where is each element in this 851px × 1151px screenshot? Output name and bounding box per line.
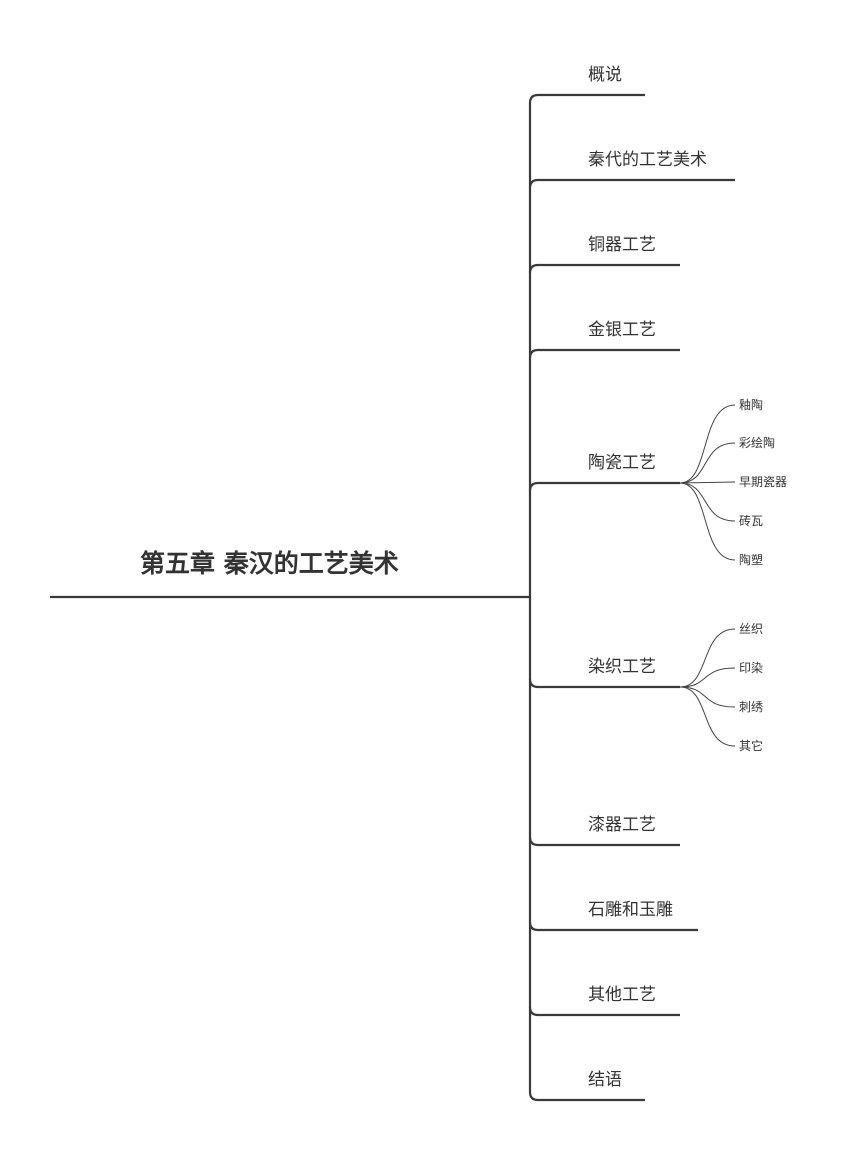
branch-node[interactable]: 概说 (588, 65, 622, 85)
branch-label: 石雕和玉雕 (588, 900, 673, 920)
branch-connector (528, 836, 680, 847)
branch-label: 染织工艺 (588, 657, 656, 677)
branch-connector (528, 263, 680, 274)
branch-connector (528, 678, 680, 689)
leaf-node[interactable]: 早期瓷器 (739, 475, 787, 489)
leaf-node[interactable]: 彩绘陶 (739, 435, 775, 450)
leaf-connector (679, 481, 736, 484)
leaf-connector (679, 686, 736, 708)
branch-node[interactable]: 其他工艺 (588, 985, 656, 1005)
branch-connector (528, 1006, 680, 1017)
branch-label: 概说 (588, 65, 622, 85)
branch-connector (528, 921, 698, 932)
leaf-node[interactable]: 其它 (739, 738, 763, 753)
branch-label: 漆器工艺 (588, 815, 656, 835)
leaf-connector (679, 628, 736, 688)
branch-node[interactable]: 结语 (588, 1070, 622, 1090)
branch-connector (528, 481, 680, 492)
branch-connector (528, 1091, 645, 1102)
leaf-connector (679, 686, 736, 747)
branch-label: 金银工艺 (588, 320, 656, 340)
branch-node[interactable]: 铜器工艺 (588, 235, 656, 255)
branch-label: 陶瓷工艺 (588, 453, 656, 473)
branch-label: 结语 (588, 1070, 622, 1090)
leaf-connector (679, 482, 736, 522)
branch-label: 其他工艺 (588, 985, 656, 1005)
branch-node[interactable]: 秦代的工艺美术 (588, 150, 707, 170)
root-node[interactable]: 第五章 秦汉的工艺美术 (50, 549, 530, 599)
leaf-node[interactable]: 刺绣 (739, 700, 763, 714)
branch-node[interactable]: 漆器工艺 (588, 815, 656, 835)
branch-node[interactable]: 石雕和玉雕 (588, 900, 673, 920)
branch-connector (528, 348, 680, 359)
leaf-node[interactable]: 印染 (739, 660, 763, 675)
leaf-node[interactable]: 釉陶 (739, 397, 763, 412)
leaf-node[interactable]: 丝织 (739, 622, 763, 636)
leaf-connector (679, 667, 736, 688)
branch-node[interactable]: 染织工艺 (588, 657, 656, 677)
branch-label: 铜器工艺 (588, 235, 656, 255)
branch-connector (528, 178, 735, 189)
branch-node[interactable]: 金银工艺 (588, 320, 656, 340)
branch-node[interactable]: 陶瓷工艺 (588, 453, 656, 473)
leaf-connector (679, 404, 736, 484)
root-topic: 第五章 秦汉的工艺美术 (140, 549, 399, 578)
leaf-connector (679, 482, 736, 561)
leaf-node[interactable]: 砖瓦 (739, 513, 763, 528)
branch-connector (528, 93, 645, 104)
branch-label: 秦代的工艺美术 (588, 150, 707, 170)
leaf-node[interactable]: 陶塑 (739, 552, 763, 567)
leaf-connector (679, 442, 736, 484)
